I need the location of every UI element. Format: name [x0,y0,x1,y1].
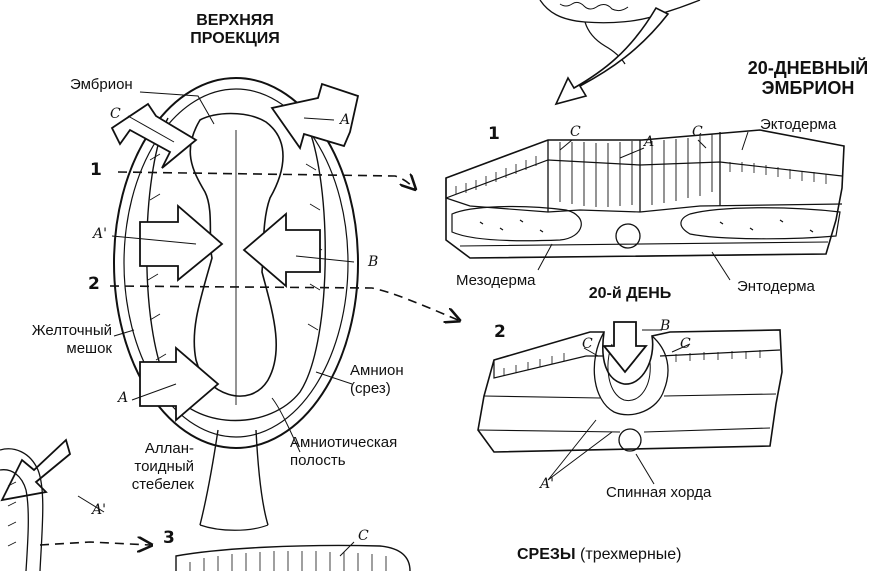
label-amniotic-cavity: Амниотическая полость [290,434,397,470]
marker-c-top-view: C [110,106,121,122]
marker-a-top-view: A [340,112,350,128]
marker-a-prime-top-view: A' [93,226,107,242]
section-number-1: 1 [488,124,500,144]
header-top-view: ВЕРХНЯЯ ПРОЕКЦИЯ [165,12,305,48]
section-number-1-top-view: 1 [90,160,102,180]
label-amnion-cut: Амнион (срез) [350,362,404,398]
marker-a-prime-section-2: A' [540,476,554,492]
marker-c-section-3: C [358,528,369,544]
marker-c-section-1-right: C [692,124,703,140]
section-number-2-top-view: 2 [88,274,100,294]
arrow-a-bottom [140,348,218,420]
marker-c-section-2-left: C [582,336,593,352]
marker-c-section-2-right: C [680,336,691,352]
label-yolk-sac: Желточный мешок [8,322,112,358]
label-notochord: Спинная хорда [606,484,711,502]
marker-a-lower-top-view: A [118,390,128,406]
section-3 [176,545,410,571]
sections-caption-bold: СРЕЗЫ [517,546,576,563]
header-day-20: 20-й ДЕНЬ [560,285,700,303]
marker-a-section-1: A [644,134,654,150]
label-mesoderm: Мезодерма [456,272,536,290]
label-endoderm: Энтодерма [737,278,815,296]
marker-a-prime-bottom-left: A' [92,502,106,518]
arrow-b [244,214,320,286]
section-number-2: 2 [494,322,506,342]
marker-b-top-view: B [368,254,378,270]
label-allantoic-stalk: Аллан- тоидный стебелек [104,440,194,494]
section-number-3: 3 [163,528,175,548]
label-ectoderm: Эктодерма [760,116,836,134]
section-2-arrow [604,322,646,372]
arrow-c [112,104,196,168]
marker-b-section-2: B [660,318,670,334]
label-embryo: Эмбрион [70,76,133,94]
sections-caption: СРЕЗЫ (трехмерные) [517,546,682,564]
header-20-day-embryo: 20-ДНЕВНЫЙ ЭМБРИОН [733,58,883,98]
marker-c-section-1-left: C [570,124,581,140]
sections-caption-note: (трехмерные) [580,546,681,563]
